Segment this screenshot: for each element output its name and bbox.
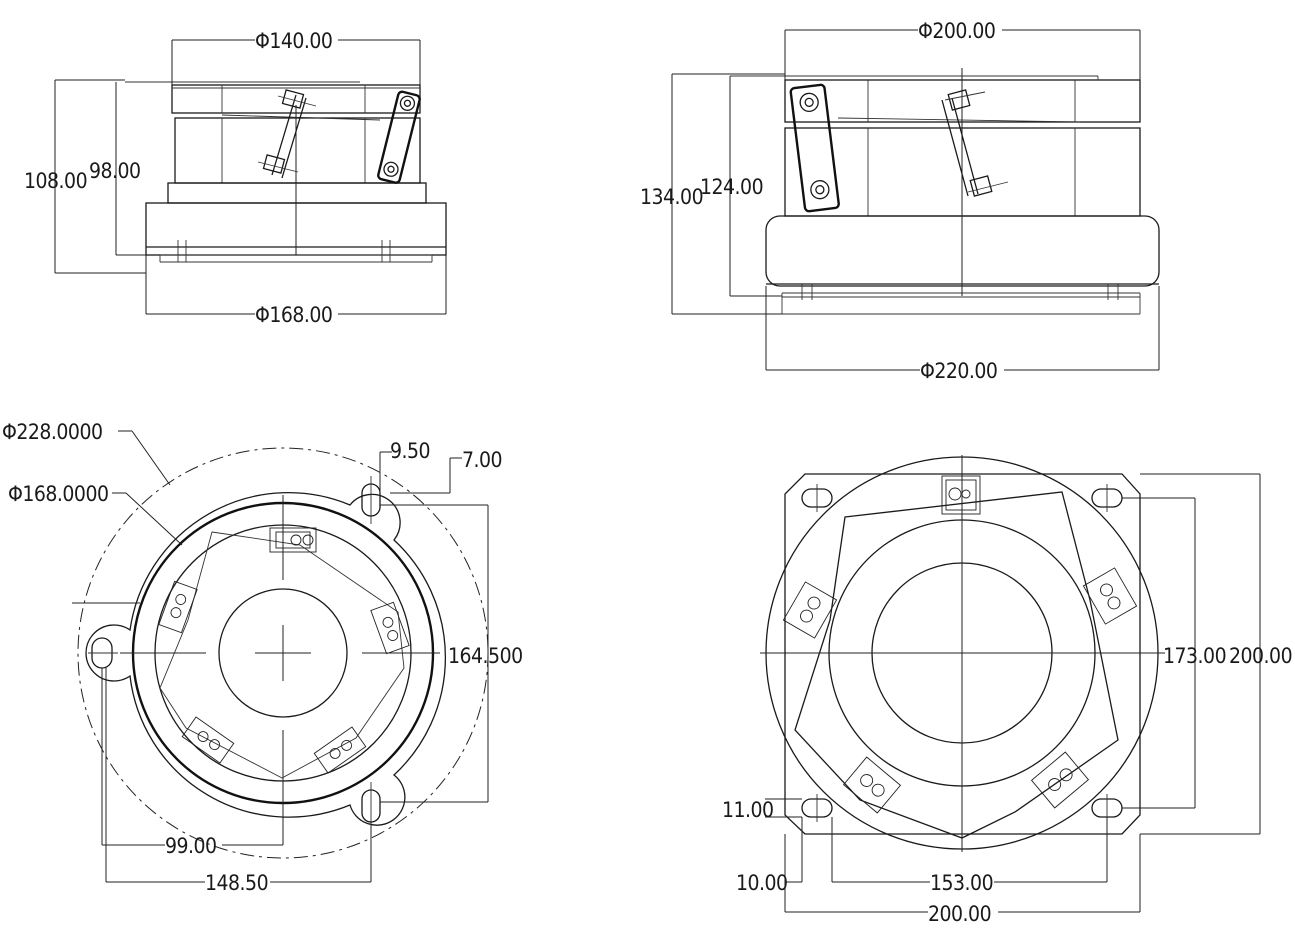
dim-span-200-h: 200.00 <box>928 902 991 926</box>
plan-view-large: 173.00 200.00 11.00 10.00 153.00 200.00 <box>722 455 1293 926</box>
dim-dia-168: Φ168.00 <box>255 303 332 327</box>
dim-span-164-5: 164.500 <box>448 644 523 668</box>
dim-span-200-v: 200.00 <box>1229 644 1292 668</box>
dim-span-173: 173.00 <box>1163 644 1226 668</box>
dim-dia-168-plan: Φ168.0000 <box>8 482 109 506</box>
dim-slot-10: 10.00 <box>736 871 788 895</box>
plan-view-small: Φ228.0000 Φ168.0000 9.50 7.00 164.500 99… <box>2 420 523 895</box>
front-view-large: Φ200.00 134.00 124.00 Φ220.00 <box>640 19 1160 383</box>
dim-slot-9-50: 9.50 <box>390 439 430 463</box>
dim-slot-11: 11.00 <box>722 798 774 822</box>
dim-dia-200-top: Φ200.00 <box>918 19 995 43</box>
dim-dia-228: Φ228.0000 <box>2 420 103 444</box>
dim-offset-99: 99.00 <box>165 834 217 858</box>
dim-span-153: 153.00 <box>930 871 993 895</box>
front-view-small: Φ140.00 108.00 98.00 Φ168.00 <box>24 29 447 327</box>
dim-dia-220: Φ220.00 <box>920 359 997 383</box>
dim-height-124: 124.00 <box>700 175 763 199</box>
dim-height-98: 98.00 <box>89 159 141 183</box>
dim-height-134: 134.00 <box>640 185 703 209</box>
dim-span-148-5: 148.50 <box>205 871 268 895</box>
dim-height-108: 108.00 <box>24 169 87 193</box>
dim-slot-7-00: 7.00 <box>462 448 502 472</box>
dim-dia-140: Φ140.00 <box>255 29 332 53</box>
